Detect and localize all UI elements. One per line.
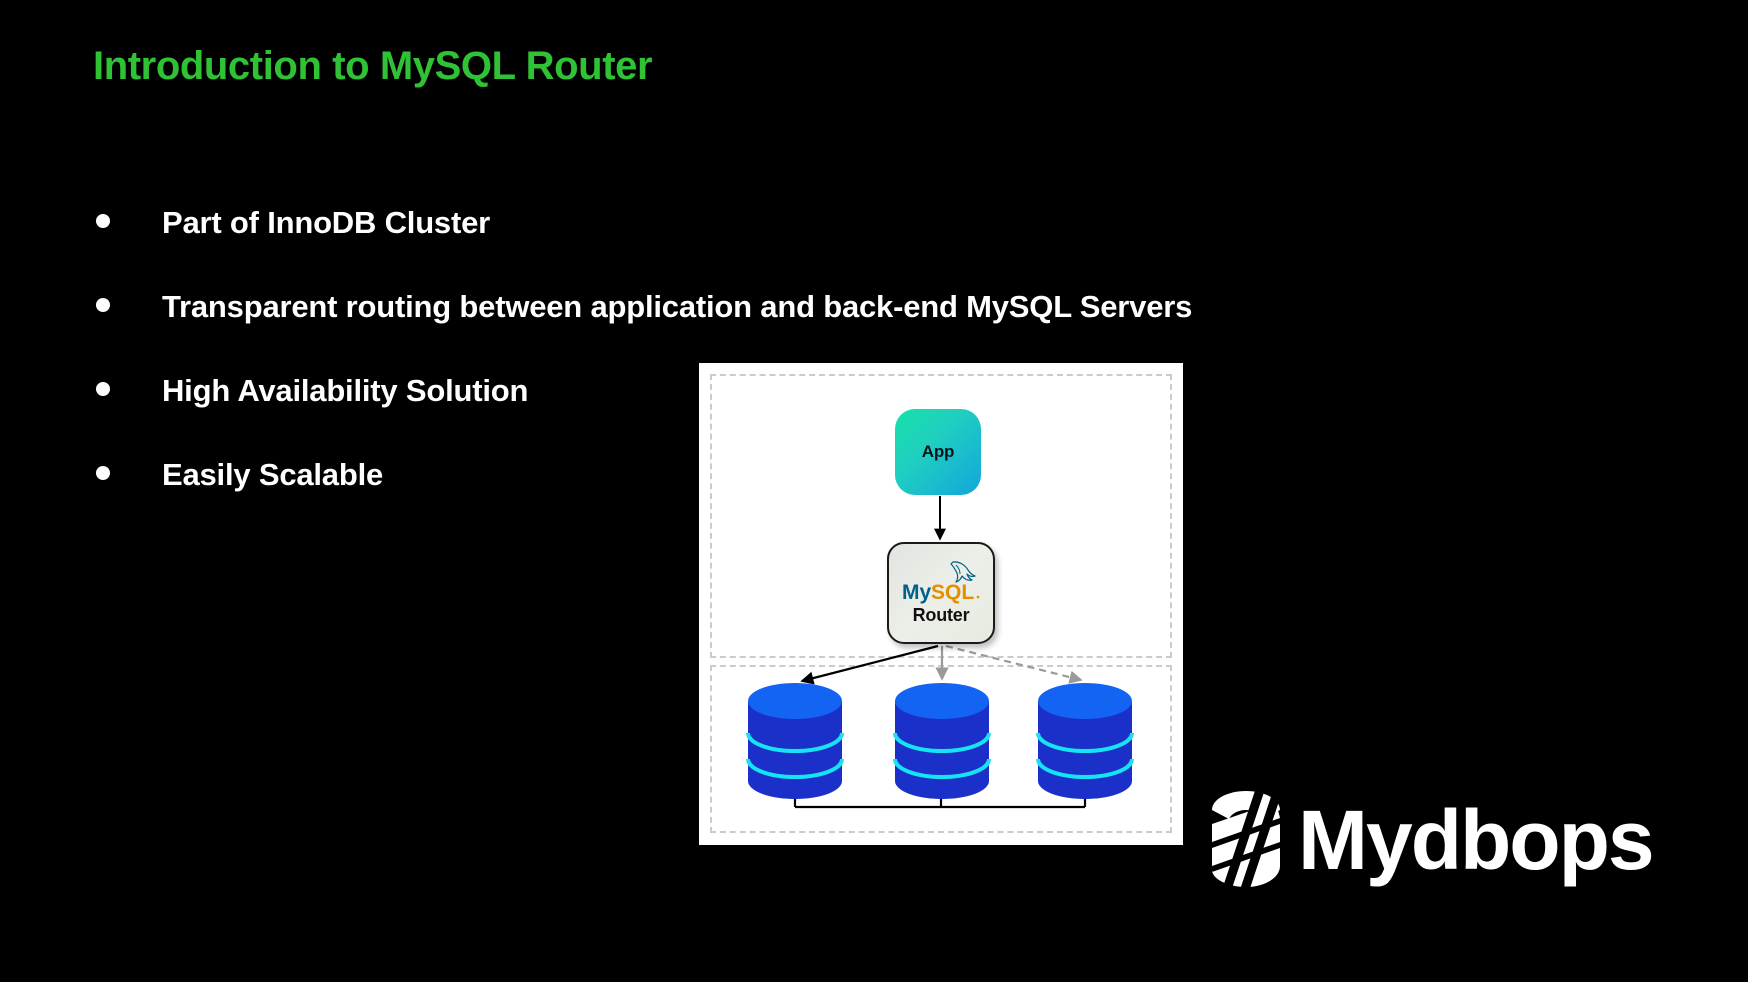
database-node <box>893 683 991 799</box>
list-item-label: Part of InnoDB Cluster <box>162 205 491 240</box>
bullet-point-icon <box>96 382 110 396</box>
architecture-diagram: App My SQL Router <box>699 363 1183 845</box>
list-item: High Availability Solution <box>96 373 1326 457</box>
mysql-router-node: My SQL Router <box>887 542 995 644</box>
router-node-label: Router <box>912 605 970 625</box>
list-item: Transparent routing between application … <box>96 289 1326 373</box>
list-item-label: High Availability Solution <box>162 373 529 408</box>
mysql-logo-text-left: My <box>902 581 931 604</box>
mysql-logo-dot <box>976 595 980 599</box>
list-item-label: Easily Scalable <box>162 457 384 492</box>
app-node: App <box>895 409 981 495</box>
bullet-point-icon <box>96 466 110 480</box>
mydbops-logo: Mydbops <box>1204 788 1655 892</box>
mysql-logo-text-right: SQL <box>931 581 974 604</box>
dolphin-icon <box>950 561 976 583</box>
mydbops-mark-icon <box>1212 788 1284 892</box>
app-node-label: App <box>921 442 955 461</box>
bullet-list: Part of InnoDB Cluster Transparent routi… <box>96 205 1326 541</box>
page-title: Introduction to MySQL Router <box>93 44 653 88</box>
database-node <box>746 683 844 799</box>
bullet-point-icon <box>96 214 110 228</box>
mysql-logo: My SQL <box>902 561 980 604</box>
mydbops-wordmark: Mydbops <box>1298 793 1655 887</box>
list-item: Easily Scalable <box>96 457 1326 541</box>
list-item: Part of InnoDB Cluster <box>96 205 1326 289</box>
bullet-point-icon <box>96 298 110 312</box>
list-item-label: Transparent routing between application … <box>162 289 1193 324</box>
database-node <box>1036 683 1134 799</box>
